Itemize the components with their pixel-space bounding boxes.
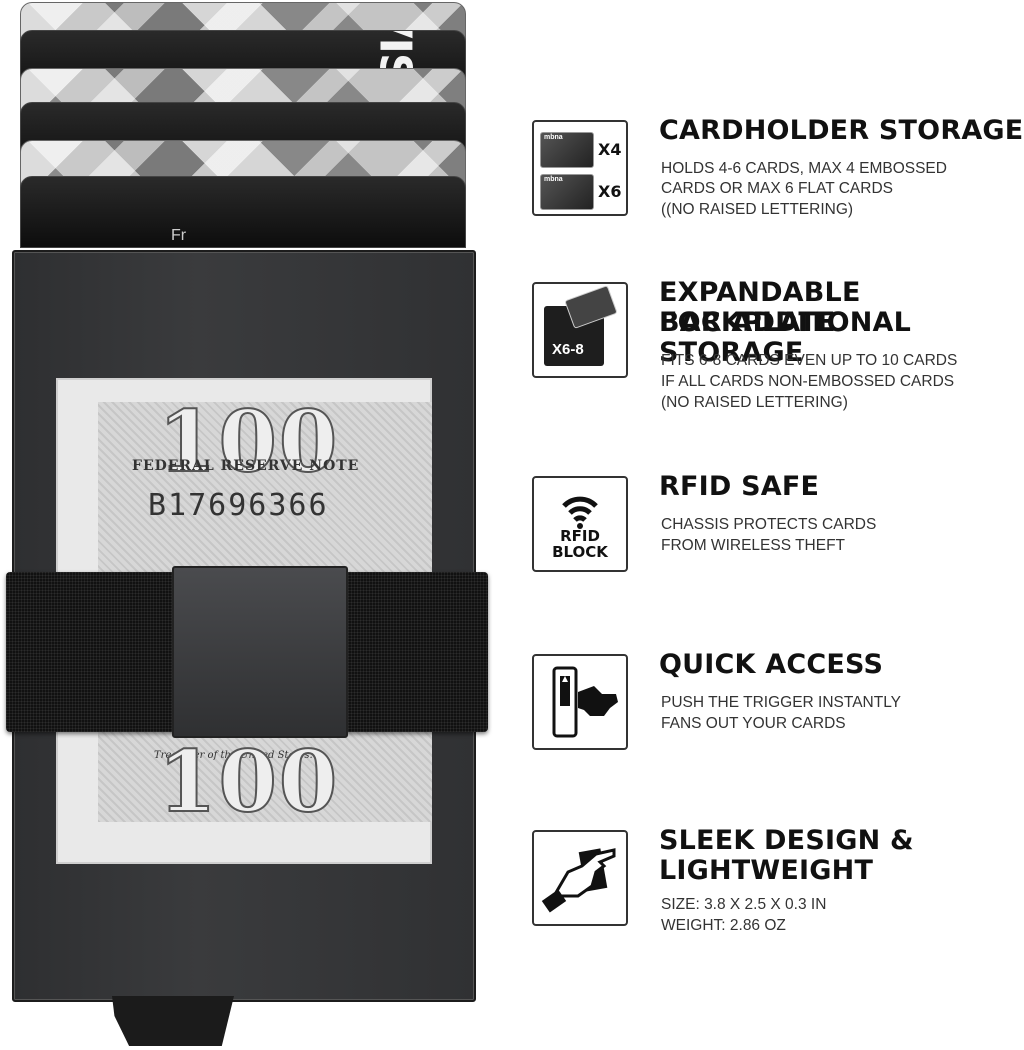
mini-card-icon: mbna <box>540 132 594 168</box>
count-x4: X4 <box>598 140 622 159</box>
feature-title: FOR ADDITONAL STORAGE <box>659 307 912 368</box>
bill-treasurer-text: Treasurer of the United States. <box>154 750 313 761</box>
backplate-icon: X6-8 <box>532 282 628 378</box>
feature-list: mbna X4 mbna X6 CARDHOLDER STORAGE HOLDS… <box>532 0 1024 1050</box>
feature-line: FITS 6-8 CARDS EVEN UP TO 10 CARDS <box>661 352 958 369</box>
feature-line: PUSH THE TRIGGER INSTANTLY <box>661 694 902 711</box>
mini-card-icon: mbna <box>540 174 594 210</box>
hand-card-icon <box>541 848 616 913</box>
feature-line: HOLDS 4-6 CARDS, MAX 4 EMBOSSED <box>661 160 947 177</box>
feature-title: RFID SAFE <box>659 471 820 502</box>
bill-bank-text: FEDERAL RESERVE NOTE <box>132 458 360 474</box>
finger-push-icon <box>552 666 618 738</box>
feature-line: CHASSIS PROTECTS CARDS <box>661 516 877 533</box>
feature-title: SLEEK DESIGN & <box>659 825 914 856</box>
feature-title: CARDHOLDER STORAGE <box>659 115 1024 146</box>
feature-line: IF ALL CARDS NON-EMBOSSED CARDS <box>661 373 955 390</box>
card-small-text: Fr <box>171 227 187 244</box>
band-clip <box>172 566 348 738</box>
rfid-block-icon: RFID BLOCK <box>532 476 628 572</box>
block-label: BLOCK <box>552 543 608 561</box>
feature-line: WEIGHT: 2.86 OZ <box>661 917 786 934</box>
feature-line: ((NO RAISED LETTERING) <box>661 201 854 218</box>
bill-denomination-bottom: 100 <box>157 731 340 822</box>
wifi-signal-icon <box>562 496 598 529</box>
feature-line: CARDS OR MAX 6 FLAT CARDS <box>661 180 893 197</box>
wallet-product-image: VISA Fr 100 FEDERAL RESERVE NOTE B176963… <box>0 0 500 1050</box>
backplate-graphic: X6-8 <box>544 285 618 366</box>
rfid-label: RFID <box>560 527 600 545</box>
feature-line: FROM WIRELESS THEFT <box>661 537 846 554</box>
feature-title: QUICK ACCESS <box>659 649 884 680</box>
feature-title: LIGHTWEIGHT <box>659 855 874 886</box>
bill-denomination-top: 100 <box>157 402 340 492</box>
count-x6: X6 <box>598 182 622 201</box>
feature-line: SIZE: 3.8 X 2.5 X 0.3 IN <box>661 896 827 913</box>
hand-holding-icon <box>532 830 628 926</box>
push-trigger-icon <box>532 654 628 750</box>
feature-line: FANS OUT YOUR CARDS <box>661 715 846 732</box>
card-black-3: Fr <box>20 176 466 248</box>
feature-title: EXPANDABLE BACKPLATE <box>659 277 861 338</box>
bill-serial: B17696366 <box>148 488 329 523</box>
feature-line: (NO RAISED LETTERING) <box>661 394 848 411</box>
eject-trigger <box>112 996 234 1046</box>
wallet-case: 100 FEDERAL RESERVE NOTE B17696366 Treas… <box>6 250 488 1002</box>
card-stack-icon: mbna X4 mbna X6 <box>532 120 628 216</box>
